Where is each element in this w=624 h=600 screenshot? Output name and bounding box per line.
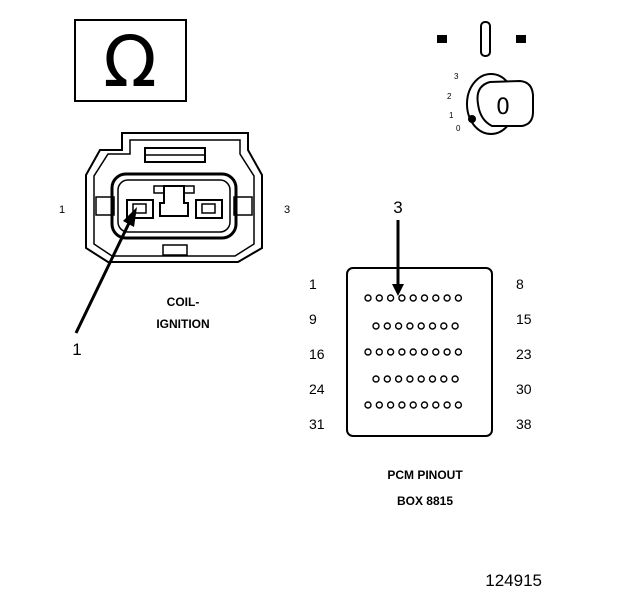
pcm-pin-hole bbox=[398, 348, 406, 356]
ohmmeter-symbol: Ω bbox=[74, 19, 187, 103]
coil-label-line1: COIL- bbox=[167, 295, 200, 309]
callout-1-label: 1 bbox=[72, 340, 81, 359]
key-position-1: 1 bbox=[449, 111, 454, 120]
ignition-key-icon: 3 2 1 0 0 bbox=[437, 21, 534, 135]
coil-pin-right-label: 3 bbox=[284, 204, 290, 216]
coil-pin-left-label: 1 bbox=[59, 204, 65, 216]
ohm-symbol-frame bbox=[74, 19, 187, 102]
pcm-row-5-right-label: 38 bbox=[516, 416, 532, 432]
key-pointer bbox=[468, 115, 476, 123]
pcm-pin-hole bbox=[375, 294, 383, 302]
coil-label-line2: IGNITION bbox=[156, 317, 209, 331]
coil-connector: 1 3 COIL- IGNITION bbox=[59, 132, 290, 331]
pcm-pin-hole bbox=[428, 375, 437, 383]
pcm-pin-hole bbox=[409, 348, 417, 356]
pcm-title-line1: PCM PINOUT bbox=[387, 468, 463, 482]
probe-arrow-1: 1 bbox=[72, 207, 137, 359]
key-indicator-left bbox=[437, 35, 447, 43]
pcm-row-2-left-label: 9 bbox=[309, 311, 317, 327]
key-blade bbox=[480, 21, 491, 57]
pcm-pin-hole bbox=[440, 322, 448, 330]
pcm-pin-hole bbox=[417, 375, 425, 383]
pcm-pin-hole bbox=[417, 322, 425, 330]
pcm-pin-hole bbox=[386, 348, 395, 356]
key-position-0: 0 bbox=[456, 124, 461, 133]
probe-1-arrowhead bbox=[123, 207, 137, 227]
pcm-pin-hole bbox=[406, 322, 414, 330]
connector-bottom-tab bbox=[162, 244, 188, 256]
pcm-pin-hole bbox=[451, 375, 459, 383]
pcm-pin-grid bbox=[364, 294, 463, 409]
pcm-pin-hole bbox=[432, 401, 440, 409]
pcm-row-5-left-label: 31 bbox=[309, 416, 325, 432]
pcm-pin-hole bbox=[386, 401, 395, 409]
ohm-symbol-icon: Ω bbox=[103, 21, 157, 103]
pcm-pin-hole bbox=[375, 401, 383, 409]
pcm-pin-hole bbox=[398, 294, 406, 302]
key-label: 0 bbox=[496, 95, 510, 120]
pcm-pin-hole bbox=[394, 375, 403, 383]
probe-1-line bbox=[74, 218, 133, 334]
connector-pin-1-contact bbox=[132, 203, 147, 214]
connector-right-tab bbox=[233, 196, 253, 216]
pcm-box-outline bbox=[346, 267, 493, 437]
connector-pin-2-key-right bbox=[183, 185, 195, 194]
pcm-pin-hole bbox=[398, 401, 406, 409]
pcm-pin-hole bbox=[440, 375, 448, 383]
pcm-pin-hole bbox=[372, 375, 380, 383]
pcm-pin-hole bbox=[454, 401, 463, 409]
pcm-pin-hole bbox=[364, 294, 372, 302]
key-head bbox=[476, 79, 534, 127]
pcm-pin-hole bbox=[364, 348, 372, 356]
pcm-row-3-right-label: 23 bbox=[516, 346, 532, 362]
connector-face bbox=[110, 172, 238, 240]
connector-pin-2-key-left bbox=[153, 185, 165, 194]
pcm-pin-hole bbox=[383, 322, 391, 330]
key-position-3: 3 bbox=[454, 72, 459, 81]
pcm-row-3-left-label: 16 bbox=[309, 346, 325, 362]
pcm-pin-hole bbox=[454, 294, 463, 302]
probe-arrow-3: 3 bbox=[392, 198, 404, 296]
connector-face-inner bbox=[117, 179, 231, 233]
pcm-pin-hole bbox=[406, 375, 414, 383]
pcm-row-2-right-label: 15 bbox=[516, 311, 532, 327]
pcm-pin-hole bbox=[443, 401, 451, 409]
pcm-row-1-left-label: 1 bbox=[309, 276, 317, 292]
connector-inner-shell bbox=[93, 139, 255, 257]
pcm-pin-hole bbox=[372, 322, 380, 330]
pcm-pin-hole bbox=[420, 348, 429, 356]
connector-left-tab bbox=[95, 196, 115, 216]
pcm-pin-hole bbox=[386, 294, 395, 302]
connector-pin-1 bbox=[126, 199, 154, 219]
pcm-row-4-right-label: 30 bbox=[516, 381, 532, 397]
pcm-pin-hole bbox=[383, 375, 391, 383]
pcm-pin-hole bbox=[432, 294, 440, 302]
probe-3-arrowhead bbox=[392, 284, 404, 296]
pcm-pin-hole bbox=[375, 348, 383, 356]
pcm-pinout-box: 1 9 16 24 31 8 15 23 30 38 PCM PINOUT BO… bbox=[309, 267, 532, 508]
pcm-row-1-right-label: 8 bbox=[516, 276, 524, 292]
pcm-pin-hole bbox=[394, 322, 403, 330]
pcm-pin-hole bbox=[443, 348, 451, 356]
callout-3-label: 3 bbox=[393, 198, 402, 217]
pcm-pin-hole bbox=[443, 294, 451, 302]
connector-pin-2 bbox=[159, 185, 189, 217]
pcm-pin-hole bbox=[428, 322, 437, 330]
pcm-pin-hole bbox=[409, 294, 417, 302]
pcm-pin-hole bbox=[364, 401, 372, 409]
key-indicator-right bbox=[516, 35, 526, 43]
connector-pin-3 bbox=[195, 199, 223, 219]
pcm-title-line2: BOX 8815 bbox=[397, 494, 453, 508]
pcm-pin-hole bbox=[454, 348, 463, 356]
connector-pin-3-contact bbox=[201, 203, 216, 214]
pcm-pin-hole bbox=[451, 322, 459, 330]
pcm-pin-hole bbox=[420, 401, 429, 409]
key-position-2: 2 bbox=[447, 92, 452, 101]
pcm-row-4-left-label: 24 bbox=[309, 381, 325, 397]
pcm-pin-hole bbox=[409, 401, 417, 409]
connector-outer-shell bbox=[85, 132, 263, 263]
figure-id: 124915 bbox=[485, 571, 542, 590]
pcm-pin-hole bbox=[432, 348, 440, 356]
pcm-pin-hole bbox=[420, 294, 429, 302]
